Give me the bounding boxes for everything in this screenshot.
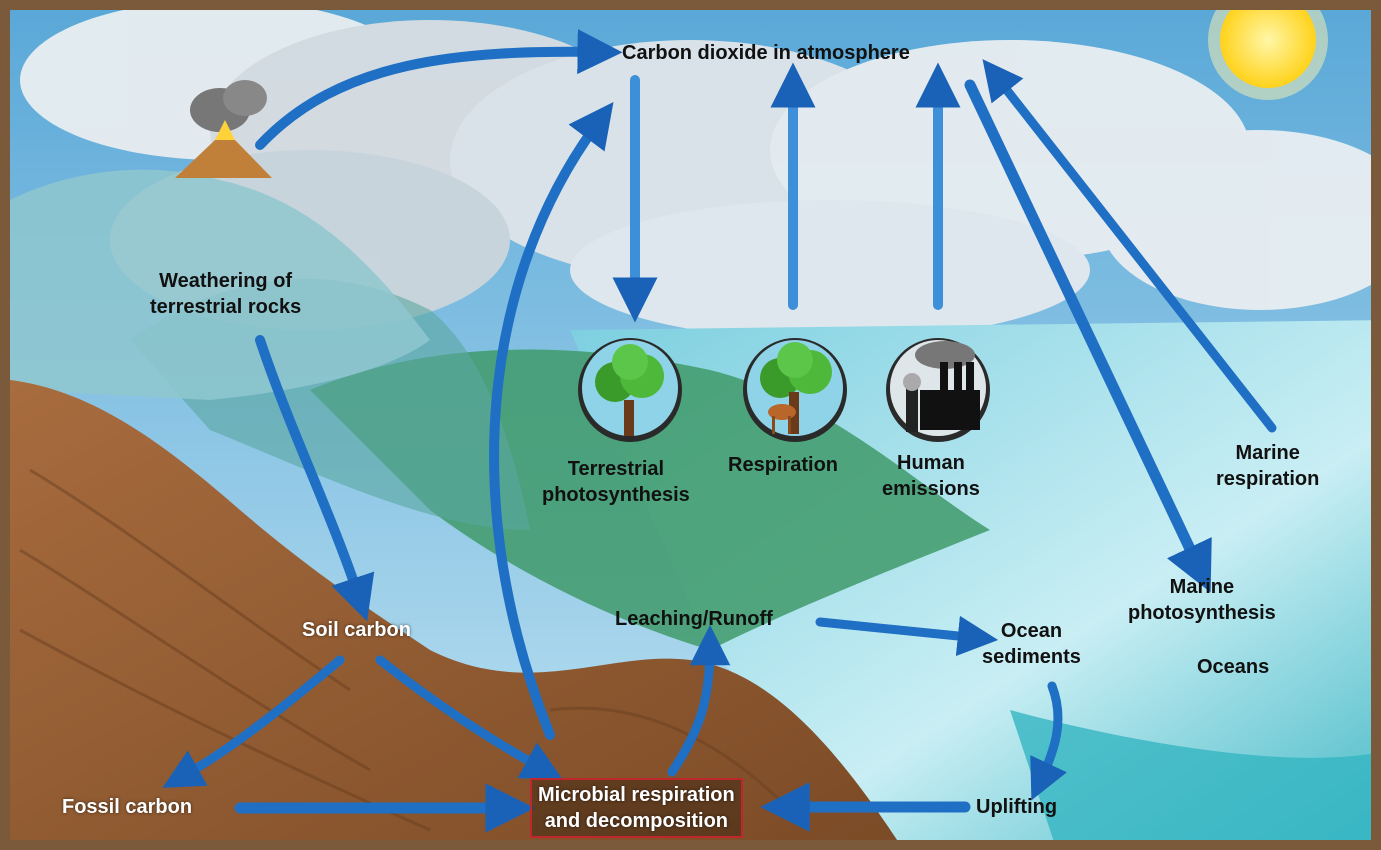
arrow-microbial-to-co2 [489,101,614,740]
volcano-icon [175,80,272,178]
label-marine-respiration: Marine respiration [1216,442,1320,490]
arrow-microbial-to-leaching [667,624,731,777]
background-scene [10,10,1371,840]
arrow-marine-respiration-to-co2 [982,59,1277,433]
factory-icon [886,338,990,442]
deer-icon [743,338,847,442]
arrow-soil-to-microbial [375,655,563,780]
label-fossil-carbon: Fossil carbon [62,796,193,818]
label-oceans: Oceans [1197,656,1270,678]
tree-icon [578,338,682,442]
arrow-volcano-to-co2 [255,29,623,150]
label-microbial-respiration: Microbial respiration and decomposition [530,778,743,838]
arrow-weathering-to-soil [255,335,375,622]
arrow-sediments-to-uplifting [1030,681,1067,801]
label-leaching-runoff: Leaching/Runoff [615,608,773,630]
arrow-soil-to-fossil [162,655,345,788]
label-terrestrial-photosynthesis: Terrestrial photosynthesis [542,458,690,506]
label-uplifting: Uplifting [976,796,1058,818]
label-human-emissions: Human emissions [882,452,980,500]
label-respiration: Respiration [728,454,839,476]
label-marine-photosynthesis: Marine photosynthesis [1128,576,1276,624]
sun-icon [1208,10,1328,100]
label-ocean-sediments: Ocean sediments [982,620,1081,668]
label-soil-carbon: Soil carbon [302,619,411,641]
arrow-co2-to-marine-photosynthesis [964,79,1212,593]
label-weathering: Weathering of terrestrial rocks [150,270,302,318]
flow-arrows [162,29,1277,833]
arrow-leaching-to-sediments [815,615,999,657]
label-co2-atmosphere: Carbon dioxide in atmosphere [622,42,910,64]
